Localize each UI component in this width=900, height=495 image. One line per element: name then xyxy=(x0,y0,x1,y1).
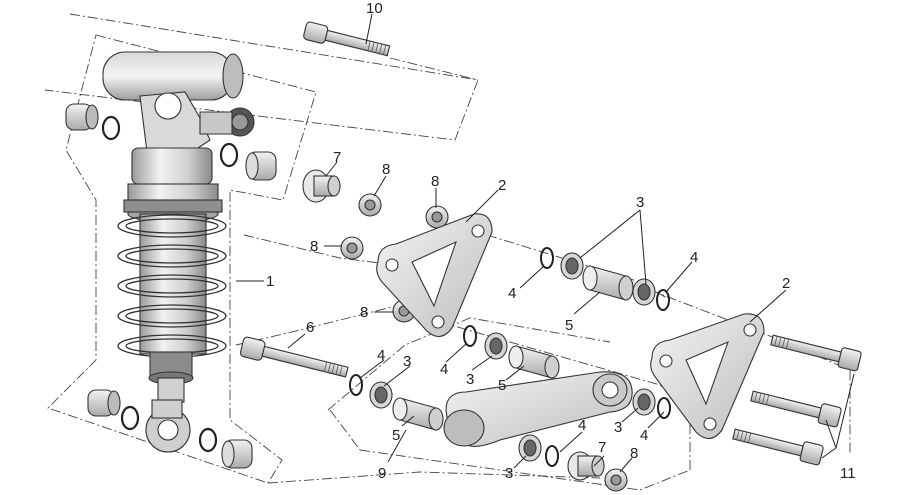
callout-8-d: 8 xyxy=(360,304,368,321)
callout-9: 9 xyxy=(378,465,386,482)
upper-right-bearings xyxy=(540,247,670,311)
upper-bushing-and-nuts xyxy=(302,169,449,323)
triangle-plate-left xyxy=(376,213,493,338)
bolt-top xyxy=(303,21,391,57)
callout-4-mid: 4 xyxy=(440,361,448,378)
bolts-right xyxy=(732,334,862,466)
leader-lines xyxy=(236,13,855,473)
callout-8-b: 8 xyxy=(431,173,439,190)
callout-3-mid: 3 xyxy=(466,371,474,388)
lower-spacers xyxy=(87,389,253,469)
callout-8-lower: 8 xyxy=(630,445,638,462)
callout-8-c: 8 xyxy=(310,238,318,255)
link-dogbone xyxy=(443,371,633,447)
bolt-long xyxy=(239,336,349,378)
callout-labels: 10 1 2 2 3 4 4 5 6 7 8 8 8 8 4 3 4 3 5 5… xyxy=(266,0,856,482)
callout-4-lower: 4 xyxy=(578,417,586,434)
callout-3-upper: 3 xyxy=(636,194,644,211)
callout-3-right: 3 xyxy=(614,419,622,436)
callout-4-right: 4 xyxy=(640,427,648,444)
callout-3-left: 3 xyxy=(403,353,411,370)
shock-absorber xyxy=(102,51,255,453)
callout-10: 10 xyxy=(366,0,383,17)
callout-5-mid: 5 xyxy=(498,377,506,394)
callout-4-upper-right: 4 xyxy=(690,249,698,266)
lower-bushing-and-nut xyxy=(567,451,628,492)
upper-spacers xyxy=(65,103,277,181)
callout-4-left: 4 xyxy=(377,347,385,364)
callout-3-lower: 3 xyxy=(505,465,513,482)
lower-middle-bearings xyxy=(349,325,671,467)
callout-2-left: 2 xyxy=(498,177,506,194)
callout-2-right: 2 xyxy=(782,275,790,292)
triangle-plate-right xyxy=(650,313,765,440)
callout-5-upper: 5 xyxy=(565,317,573,334)
callout-6: 6 xyxy=(306,319,314,336)
callout-4-upper-left: 4 xyxy=(508,285,516,302)
callout-11: 11 xyxy=(840,465,856,482)
callout-7-lower: 7 xyxy=(598,439,606,456)
callout-8-a: 8 xyxy=(382,161,390,178)
callout-1: 1 xyxy=(266,273,274,290)
callout-5-left: 5 xyxy=(392,427,400,444)
callout-7-upper: 7 xyxy=(333,149,341,166)
